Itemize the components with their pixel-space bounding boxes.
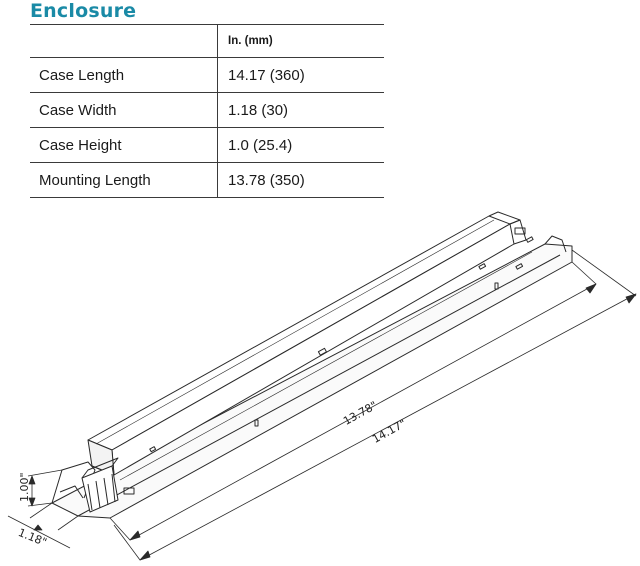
row-label-mounting-length: Mounting Length: [30, 162, 218, 198]
table-header-blank: [30, 24, 218, 58]
case-body: [87, 211, 533, 481]
mounting-length-label: 13.78": [341, 399, 379, 428]
row-value-case-height: 1.0 (25.4): [228, 136, 293, 154]
table-header-row: In. (mm): [30, 24, 384, 58]
case-length-dimension: [113, 249, 637, 561]
row-value-case-width: 1.18 (30): [228, 101, 289, 119]
table-row: Case Width 1.18 (30): [30, 92, 384, 128]
height-dimension: [27, 469, 63, 507]
width-label: 1.18": [16, 526, 48, 549]
section-title: Enclosure: [30, 0, 137, 22]
case-length-label: 14.17": [370, 417, 408, 446]
mounting-length-dimension: [109, 261, 597, 541]
table-header-units: In. (mm): [228, 35, 273, 47]
row-value-case-length: 14.17 (360): [228, 66, 305, 84]
row-value-mounting-length: 13.78 (350): [228, 171, 305, 189]
terminal-block: [81, 227, 526, 513]
enclosure-spec-table: In. (mm) Case Length 14.17 (360) Case Wi…: [30, 24, 384, 198]
row-label-case-width: Case Width: [30, 92, 218, 128]
width-dimension: [7, 502, 79, 549]
mounting-flange: [51, 235, 573, 519]
enclosure-isometric-drawing: 13.78" 14.17" 1.00" 1.18": [7, 211, 637, 561]
row-label-case-length: Case Length: [30, 57, 218, 93]
table-row: Case Length 14.17 (360): [30, 57, 384, 93]
row-label-case-height: Case Height: [30, 127, 218, 163]
height-label: 1.00": [18, 472, 31, 502]
table-row: Case Height 1.0 (25.4): [30, 127, 384, 163]
table-row: Mounting Length 13.78 (350): [30, 162, 384, 198]
